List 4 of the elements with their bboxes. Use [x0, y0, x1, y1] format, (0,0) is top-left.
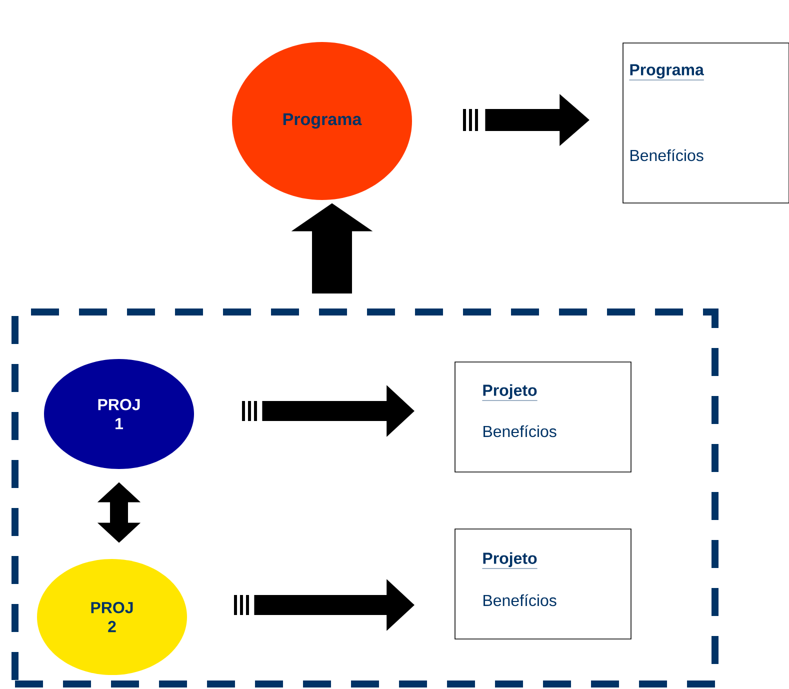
benefit-box: Programa Benefícios [622, 42, 789, 204]
dashed-group-box [12, 308, 718, 688]
benefit-box: Projeto Benefícios [454, 362, 632, 472]
benefit-box: Projeto Benefícios [454, 528, 632, 640]
